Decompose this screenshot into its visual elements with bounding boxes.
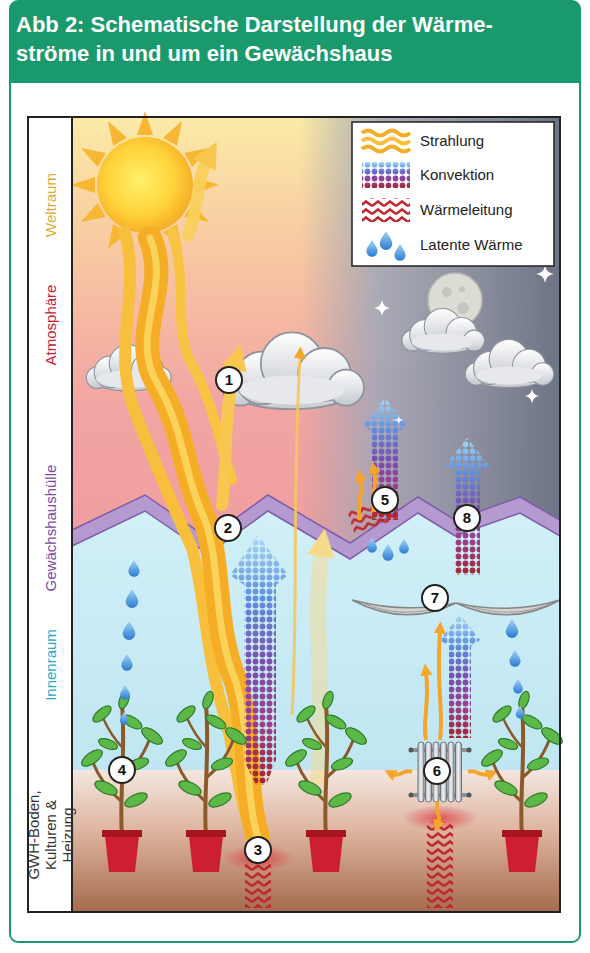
- radiator-valve: [409, 793, 414, 798]
- night-sky: [300, 117, 560, 559]
- radiation-arrow: [437, 802, 439, 824]
- convection-column: [230, 535, 288, 785]
- water-drop: [382, 544, 393, 561]
- legend-conduction-sample: [362, 198, 410, 222]
- water-drop: [506, 619, 519, 638]
- callout-circle: [215, 515, 241, 541]
- callout-circle: [245, 837, 271, 863]
- callout-number: 6: [433, 763, 441, 779]
- thermal-radiation: [292, 355, 300, 715]
- water-drop: [513, 679, 523, 694]
- legend-text: Strahlung: [420, 132, 484, 150]
- legend-drop-sample: [366, 240, 377, 257]
- legend-text: Konvektion: [420, 166, 494, 184]
- callout-number: 2: [224, 520, 232, 536]
- water-drop: [399, 539, 409, 554]
- legend-radiation-sample: [362, 131, 410, 136]
- water-drop: [120, 712, 128, 725]
- radiator-valve: [467, 748, 472, 753]
- callout-circle: [424, 758, 450, 784]
- thermal-screen: [456, 600, 560, 615]
- legend-text: Wärmeleitung: [420, 201, 513, 219]
- callout-number: 3: [254, 842, 262, 858]
- sun-ray: [71, 177, 95, 193]
- callout-number: 4: [118, 762, 126, 778]
- water-drop: [126, 589, 139, 608]
- radiation-arrow: [468, 771, 490, 775]
- moon-crater: [457, 302, 469, 314]
- heat-conduction: [245, 860, 271, 908]
- plant: [283, 690, 369, 872]
- sun-ray: [137, 111, 153, 135]
- legend-radiation-sample: [362, 147, 410, 152]
- radiation-arrow: [439, 630, 441, 740]
- convection-column: [363, 398, 407, 520]
- radiator-tube: [456, 742, 462, 802]
- callout-number: 7: [431, 590, 439, 606]
- callout-circle: [216, 367, 242, 393]
- cloud: [402, 308, 485, 353]
- water-drop: [120, 685, 130, 700]
- legend-drop-sample: [394, 244, 405, 261]
- zone-label: Weltraum: [42, 173, 59, 237]
- side-divider: [71, 117, 73, 912]
- solar-radiation: [147, 238, 258, 838]
- diagram-frame: [28, 117, 560, 912]
- radiation-arrow: [392, 771, 412, 775]
- callout-number: 8: [463, 510, 471, 526]
- sun-ray: [77, 141, 106, 167]
- legend-radiation-sample: [362, 139, 410, 144]
- zone-label: Gewächshaushülle: [42, 465, 59, 592]
- figure-title: Abb 2: Schematische Darstellung der Wärm…: [16, 10, 561, 68]
- water-drop: [516, 706, 524, 719]
- heat-conduction: [427, 822, 453, 908]
- radiator-valve: [409, 748, 414, 753]
- cloud: [465, 340, 554, 388]
- callout-circle: [454, 505, 480, 531]
- callout-number: 5: [381, 492, 389, 508]
- sun-disc: [97, 137, 193, 233]
- legend-convection-sample: [362, 162, 410, 188]
- radiator-valve: [467, 793, 472, 798]
- zone-label: Atmosphäre: [42, 285, 59, 366]
- legend-drop-sample: [380, 231, 393, 250]
- water-drop: [123, 621, 136, 640]
- outer-frame: [10, 1, 580, 942]
- water-drop: [128, 560, 139, 577]
- water-drop: [367, 538, 377, 553]
- radiation-highlight: [147, 238, 258, 838]
- zone-label: Innenraum: [42, 629, 59, 701]
- convection-column: [445, 438, 489, 575]
- callout-number: 1: [225, 372, 233, 388]
- radiation-arrow: [425, 672, 427, 740]
- moon-crater: [459, 286, 465, 292]
- sun-ray: [77, 203, 106, 229]
- water-drop: [121, 654, 132, 671]
- reflected-radiation: [188, 158, 208, 236]
- zone-label: GWH-Boden, Kulturen & Heizung: [25, 774, 76, 896]
- sun-ray: [101, 117, 127, 146]
- legend-box: [352, 122, 554, 266]
- callout-circle: [109, 757, 135, 783]
- cloud: [222, 332, 364, 409]
- moon-crater: [442, 287, 452, 297]
- plant: [479, 690, 565, 872]
- star-sparkle: [525, 389, 539, 403]
- screen-fold: [466, 604, 550, 612]
- plant: [163, 690, 249, 872]
- callout-circle: [422, 585, 448, 611]
- radiation-arrow: [359, 478, 361, 520]
- radiator: [409, 742, 472, 802]
- sun-ray: [163, 117, 189, 146]
- plant: [79, 690, 165, 872]
- water-drop: [509, 650, 520, 667]
- callout-circle: [372, 487, 398, 513]
- star-sparkle: [374, 300, 390, 316]
- convection-column: [440, 614, 480, 738]
- legend-text: Latente Wärme: [420, 236, 523, 254]
- title-bar: [10, 1, 580, 83]
- star-sparkle: [536, 265, 554, 283]
